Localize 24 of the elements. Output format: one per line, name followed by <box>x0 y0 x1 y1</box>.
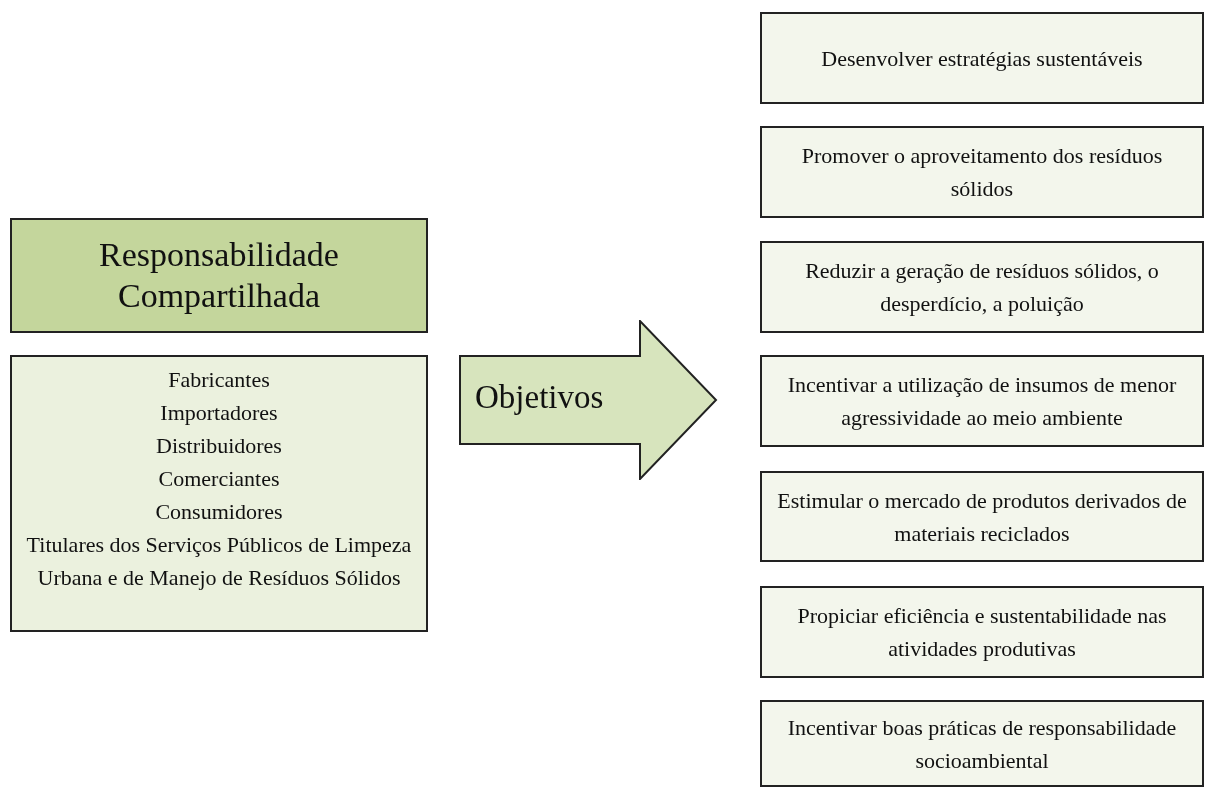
objective-text: Promover o aproveitamento dos resíduos sólidos <box>800 142 1164 203</box>
objective-box <box>760 126 1204 218</box>
objective-text: Incentivar a utilização de insumos de menor agressividade ao meio ambiente <box>786 371 1178 432</box>
objective-box <box>760 355 1204 447</box>
box-heading: Responsabilidade Compartilhada <box>98 234 340 316</box>
list-item: Fabricantes <box>168 366 270 394</box>
objective-text: Reduzir a geração de resíduos sólidos, o desperdício, a poluição <box>804 257 1160 318</box>
list-item: Importadores <box>160 399 278 427</box>
list-item: Distribuidores <box>156 432 282 460</box>
list-item: Consumidores <box>155 498 283 526</box>
objective-text: Propiciar eficiência e sustentabilidade nas atividades produtivas <box>796 602 1168 663</box>
list-item: Comerciantes <box>158 465 280 493</box>
list-item: Titulares dos Serviços Públicos de Limpeza Urbana e de Manejo de Resíduos Sólidos <box>25 531 413 592</box>
objective-box <box>760 700 1204 787</box>
objective-box <box>760 471 1204 562</box>
objective-box <box>760 241 1204 333</box>
objective-box <box>760 586 1204 678</box>
objective-text: Incentivar boas práticas de responsabilidade socioambiental <box>786 713 1178 775</box>
heading-box <box>10 218 428 333</box>
objective-box <box>760 12 1204 104</box>
objective-text: Estimular o mercado de produtos derivados de materiais reciclados <box>776 486 1188 548</box>
list-box <box>10 355 428 632</box>
arrow-label: Objetivos <box>475 378 604 418</box>
objective-text: Desenvolver estratégias sustentáveis <box>821 44 1143 73</box>
